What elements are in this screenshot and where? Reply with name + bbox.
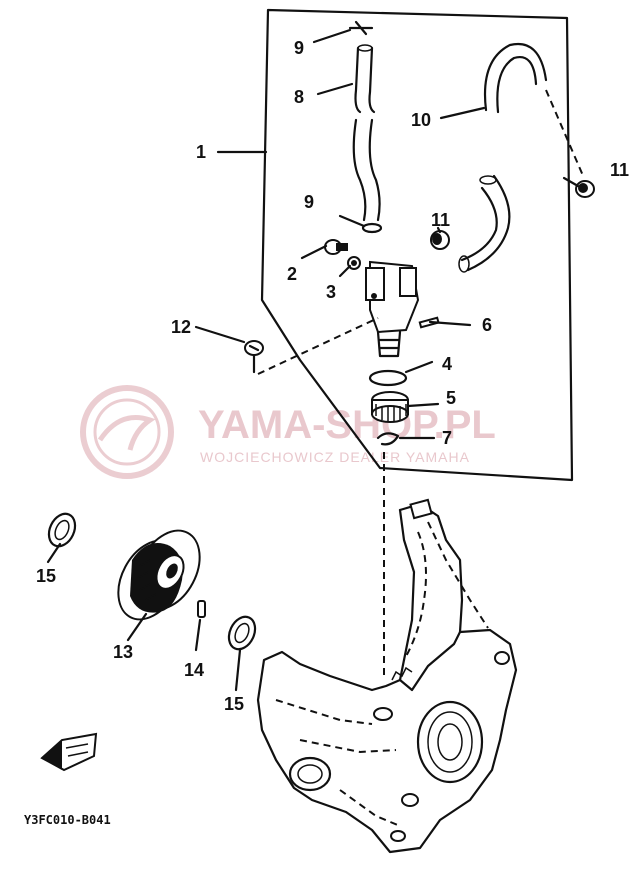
watermark: YAMA-SHOP.PL WOJCIECHOWICZ DEALER YAMAHA <box>80 385 496 479</box>
cap-right <box>575 180 595 198</box>
screw <box>244 340 264 374</box>
callout-2: 2 <box>287 264 297 284</box>
oil-pump-body <box>365 260 420 358</box>
hose-clip-lower <box>338 214 383 234</box>
callout-5: 5 <box>446 388 456 408</box>
callout-10: 10 <box>411 110 431 130</box>
watermark-logo <box>80 385 174 479</box>
callout-9-upper: 9 <box>294 38 304 58</box>
hose-short <box>352 44 381 222</box>
callout-14: 14 <box>184 660 204 680</box>
oil-seal-left <box>47 512 77 548</box>
rotor <box>117 529 201 621</box>
front-arrow-icon <box>40 732 98 772</box>
bolt <box>324 239 348 255</box>
hose-long <box>458 42 548 273</box>
callout-3: 3 <box>326 282 336 302</box>
callout-12: 12 <box>171 317 191 337</box>
hose-clip-upper <box>348 20 374 36</box>
callout-4: 4 <box>442 354 452 374</box>
callout-7: 7 <box>442 428 452 448</box>
assembly-boundary <box>260 8 574 482</box>
callout-11-center: 11 <box>431 210 450 230</box>
cap-center <box>430 230 450 250</box>
callout-15-left: 15 <box>36 566 56 586</box>
callout-13: 13 <box>113 642 133 662</box>
crankcase-cover <box>256 498 518 854</box>
watermark-sub-text: WOJCIECHOWICZ DEALER YAMAHA <box>200 449 470 465</box>
leader-lines <box>46 28 580 692</box>
diagram-code: Y3FC010-B041 <box>24 813 111 827</box>
callout-6: 6 <box>482 315 492 335</box>
callout-8: 8 <box>294 87 304 107</box>
callout-9-lower: 9 <box>304 192 314 212</box>
callout-numbers: 1 2 3 4 5 6 7 8 9 9 10 11 11 12 13 14 15… <box>36 38 629 714</box>
drive-gear <box>371 391 409 423</box>
leader-12-dashed <box>257 317 379 375</box>
callout-1: 1 <box>196 142 206 162</box>
o-ring <box>368 369 408 387</box>
dowel-pin <box>197 600 206 618</box>
callout-11-right: 11 <box>610 160 629 180</box>
oil-seal-right <box>227 615 257 651</box>
leader-10-dashed <box>545 89 585 179</box>
circlip <box>376 432 400 446</box>
callout-15-right: 15 <box>224 694 244 714</box>
